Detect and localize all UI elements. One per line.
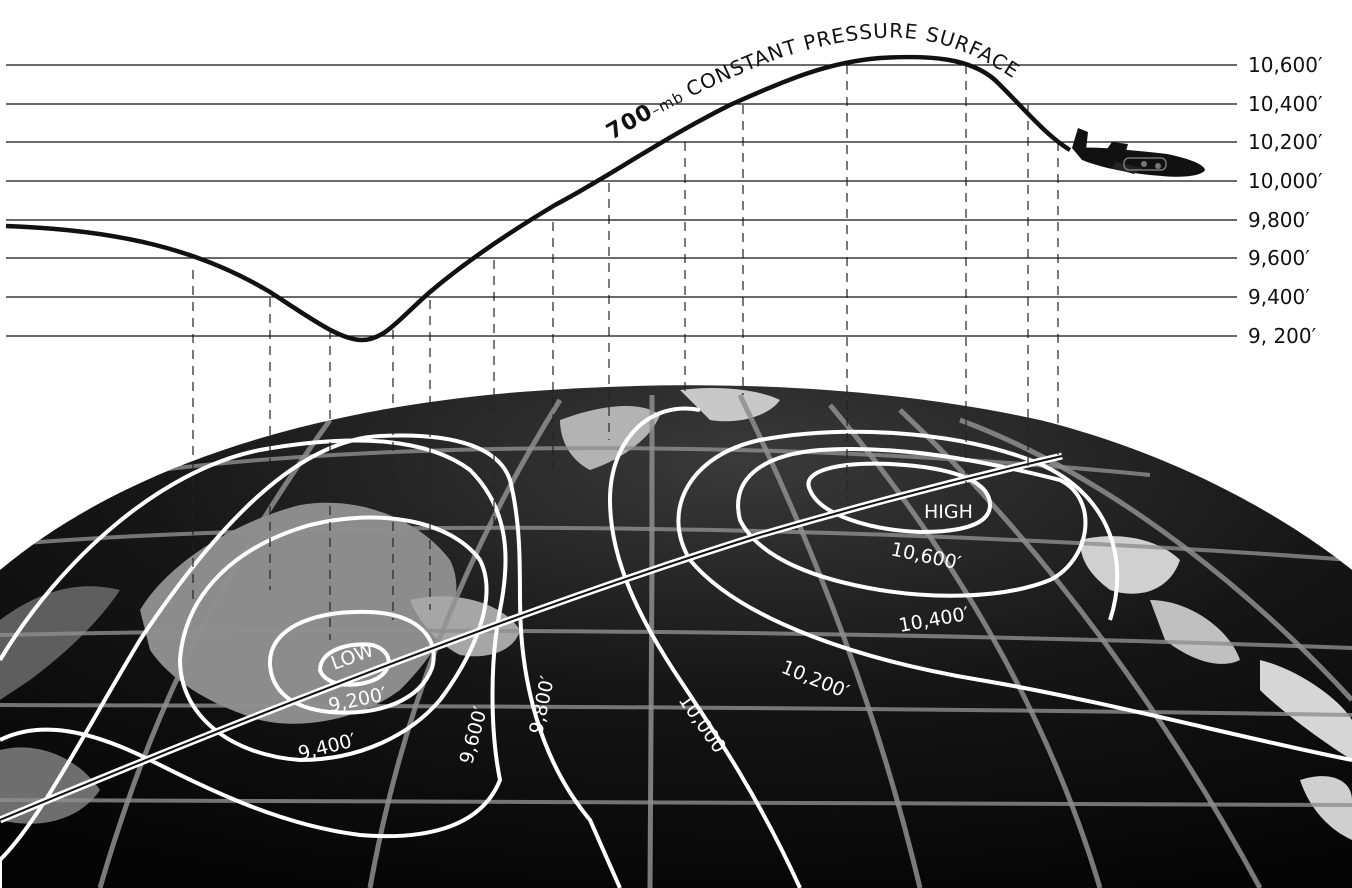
altitude-scale: 10,600′ 10,400′ 10,200′ 10,000′ 9,800′ 9… xyxy=(1248,53,1323,348)
land-mass xyxy=(0,747,100,824)
height-contours xyxy=(0,406,1352,888)
projection-lines xyxy=(192,65,1059,640)
land-mass xyxy=(1300,776,1352,840)
contour-9600 xyxy=(0,438,508,839)
contour-10600 xyxy=(806,461,993,535)
contour-10400 xyxy=(736,447,1088,598)
contour-9800 xyxy=(0,433,622,888)
land-mass xyxy=(1150,600,1240,664)
altitude-label: 10,600′ xyxy=(1248,53,1323,77)
land-mass xyxy=(1260,660,1352,760)
parallels xyxy=(0,446,1352,807)
altitude-label: 10,200′ xyxy=(1248,130,1323,154)
altitude-label: 9,800′ xyxy=(1248,208,1310,232)
high-label: HIGH xyxy=(924,501,973,523)
aircraft-icon xyxy=(1072,128,1205,177)
flight-track xyxy=(0,452,1063,824)
altitude-label: 10,400′ xyxy=(1248,92,1323,116)
contour-9200 xyxy=(267,609,436,715)
contour-10000 xyxy=(607,406,802,888)
land-mass xyxy=(1080,536,1180,594)
altitude-label: 9, 200′ xyxy=(1248,324,1317,348)
globe: LOW HIGH 9,200′ 9,400′ 9,600′ 9,800′ 10,… xyxy=(0,385,1352,888)
altitude-label: 9,600′ xyxy=(1248,246,1310,270)
altitude-label: 10,000′ xyxy=(1248,169,1323,193)
altitude-lines xyxy=(6,64,1237,337)
altitude-label: 9,400′ xyxy=(1248,285,1310,309)
land-mass xyxy=(680,388,780,422)
land-mass xyxy=(560,405,660,470)
land-mass xyxy=(410,596,520,657)
contour-9400 xyxy=(177,515,489,763)
pressure-surface-label: 700–mbCONSTANT PRESSURE SURFACE xyxy=(602,19,1024,146)
pressure-surface-curve xyxy=(5,54,1072,343)
